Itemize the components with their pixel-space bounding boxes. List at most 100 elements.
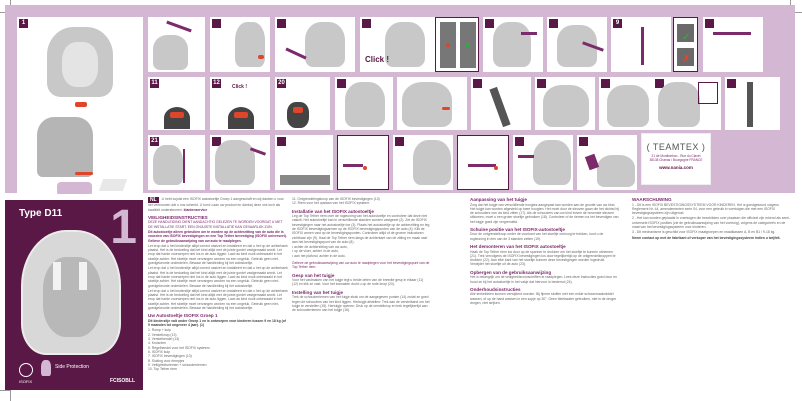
seat-pad [43,257,101,337]
brand-website[interactable]: www.nania.com [659,165,693,170]
panel-11-buckle: 11 [148,77,205,130]
crop-mark [10,390,11,401]
panel-number [362,19,371,28]
tether-strap [183,149,185,183]
seat-illustration [153,35,188,70]
red-indicator [363,166,367,170]
remove-heading: Het demonteren van het ISOFIX autostoelt… [470,244,566,250]
brand-address: 21 de Montbarbon - Rue du Clavet 38138 C… [649,154,703,162]
indicator-wrong [677,48,694,66]
panel-number [337,79,346,88]
seat-back-illustration [37,117,93,177]
panel-strap-step [148,17,205,72]
model-code: FCISOBLL [110,378,135,384]
recline-heading: Schuine positie van het ISOFIX-autostoel… [470,226,565,232]
isofix-install-tail: Gelieve de gebruiksaanwijzing van uw aut… [292,261,430,270]
warning-item: 1 - Dit is een ISOFIX BEVESTIGINGSSYSTEE… [632,202,779,216]
intro-link[interactable]: klantenservice [183,207,208,212]
isofix-base [280,175,330,185]
side-protection-label: Side Protection [55,364,89,370]
panel-1-parts-diagram: 1 [17,17,143,194]
parts-item: 1. Romp + kuip [148,328,171,333]
strap-illustration [489,86,511,128]
warning-contact: Neem contact op met de fabrikant of verk… [632,235,781,240]
warning-heading: WAARSCHUWING [632,197,672,202]
seat-illustration [607,85,649,127]
text-column-2: 11. Ontgrendelingsknop van de ISOFIX bev… [292,197,430,313]
cross-icon: ✗ [682,54,691,65]
panel-21-remove-tether: 21 [148,135,205,190]
panel-child-seated [397,77,467,130]
safety-heading: VEILIGHEIDSINSTRUCTIES [148,214,208,220]
maintenance-body: Alle textieldelen kunnen verwijderd word… [470,292,617,305]
panel-headrest-1 [535,77,595,130]
brand-name: ( TEAMTEX ) [646,142,706,152]
red-buckle-button [234,112,248,118]
seat-cushion [62,42,98,87]
warning-item: 3 - Dit mechanisme is geschikt voor ISOF… [632,230,776,235]
red-isofix-strap [75,172,93,175]
panel-20-release: 20 [275,77,330,130]
seat-illustration [533,140,571,185]
panel-top-tether: 9 [611,17,671,72]
crop-mark [790,12,802,13]
parts-item: 5. Regelhendel voor het ISOFIX systeem [148,345,210,350]
seat-illustration [305,22,345,67]
panel-remove-seat [513,135,573,190]
parts-item: 6. ISOFIX kuip [148,349,171,354]
panel-isofix-arms [703,17,763,72]
seat-illustration [413,140,451,185]
remove-body: Haak de Top Tether riem los door op de s… [470,249,616,267]
panel-isofix-pull [393,135,453,190]
manual-booklet-illustration [98,179,128,191]
red-release-button [293,107,303,113]
seat-illustration [215,140,255,185]
panel-number: 21 [150,137,159,146]
parts-list-continued: 11. Ontgrendelingsknop van de ISOFIX bev… [292,197,430,206]
isofix-icon [19,363,33,377]
panel-number [212,19,221,28]
parts-item: 12. Riem voor het opslaan van het ISOFIX… [292,201,370,206]
seat-illustration [543,85,589,127]
parts-item: 10. Top Tether riem [148,367,177,372]
panel-isofix-indicators [435,17,479,72]
purple-arrow [468,164,496,167]
tether-point-item: • op de vloer, achter in de auto, [292,249,339,254]
red-adjust-handle [75,102,87,107]
page-number: 1 [110,201,137,254]
panel-push-seat [483,17,543,72]
parts-item: 7. ISOFIX bevestigingen (13) [148,354,192,359]
panel-number [515,137,524,146]
purple-arrow [713,32,751,35]
parts-list: 1. Romp + kuip 2. Verstelknop (13) 3. Ve… [148,328,288,371]
isofix-install-heading: Installatie van het ISOFIX autostoeltje [292,208,374,214]
indicator-ok [677,24,694,42]
panel-number [395,137,404,146]
tether-point-item: • aan het plafond, achter in de auto. [292,253,346,258]
buckle-illustration [228,107,254,129]
panel-recline [653,77,721,130]
harness-setting-heading: Instelling van het tuigje [292,289,344,295]
red-indicator [494,166,498,170]
seat-illustration [153,145,183,185]
parts-item: 2. Verstelknop (13) [148,332,177,337]
panel-number [277,19,286,28]
panel-number [549,19,558,28]
buckle-body: Voor het vastmaken van het tuigje legt u… [292,278,424,287]
parts-item: 8. Sluiting voor riempjes [148,358,185,363]
red-indicator [446,43,450,47]
parts-heading: Uw Autostoeltje ISOFIX Groep 1 [148,313,218,319]
panel-hands-seat [210,17,270,72]
tether-point-item: • achter de achterzitting van uw auto, [292,245,348,250]
product-type: Type D11 [19,208,63,219]
panel-slide-seat [275,17,355,72]
red-indicator [258,55,264,59]
click-label: Click ! [232,84,248,90]
panel-isofix-release-detail [457,135,509,190]
panel-number [212,137,221,146]
red-buckle-button [170,112,184,118]
panel-12-click-buckle: 12 Click ! [210,77,270,130]
purple-arrow [521,32,537,35]
